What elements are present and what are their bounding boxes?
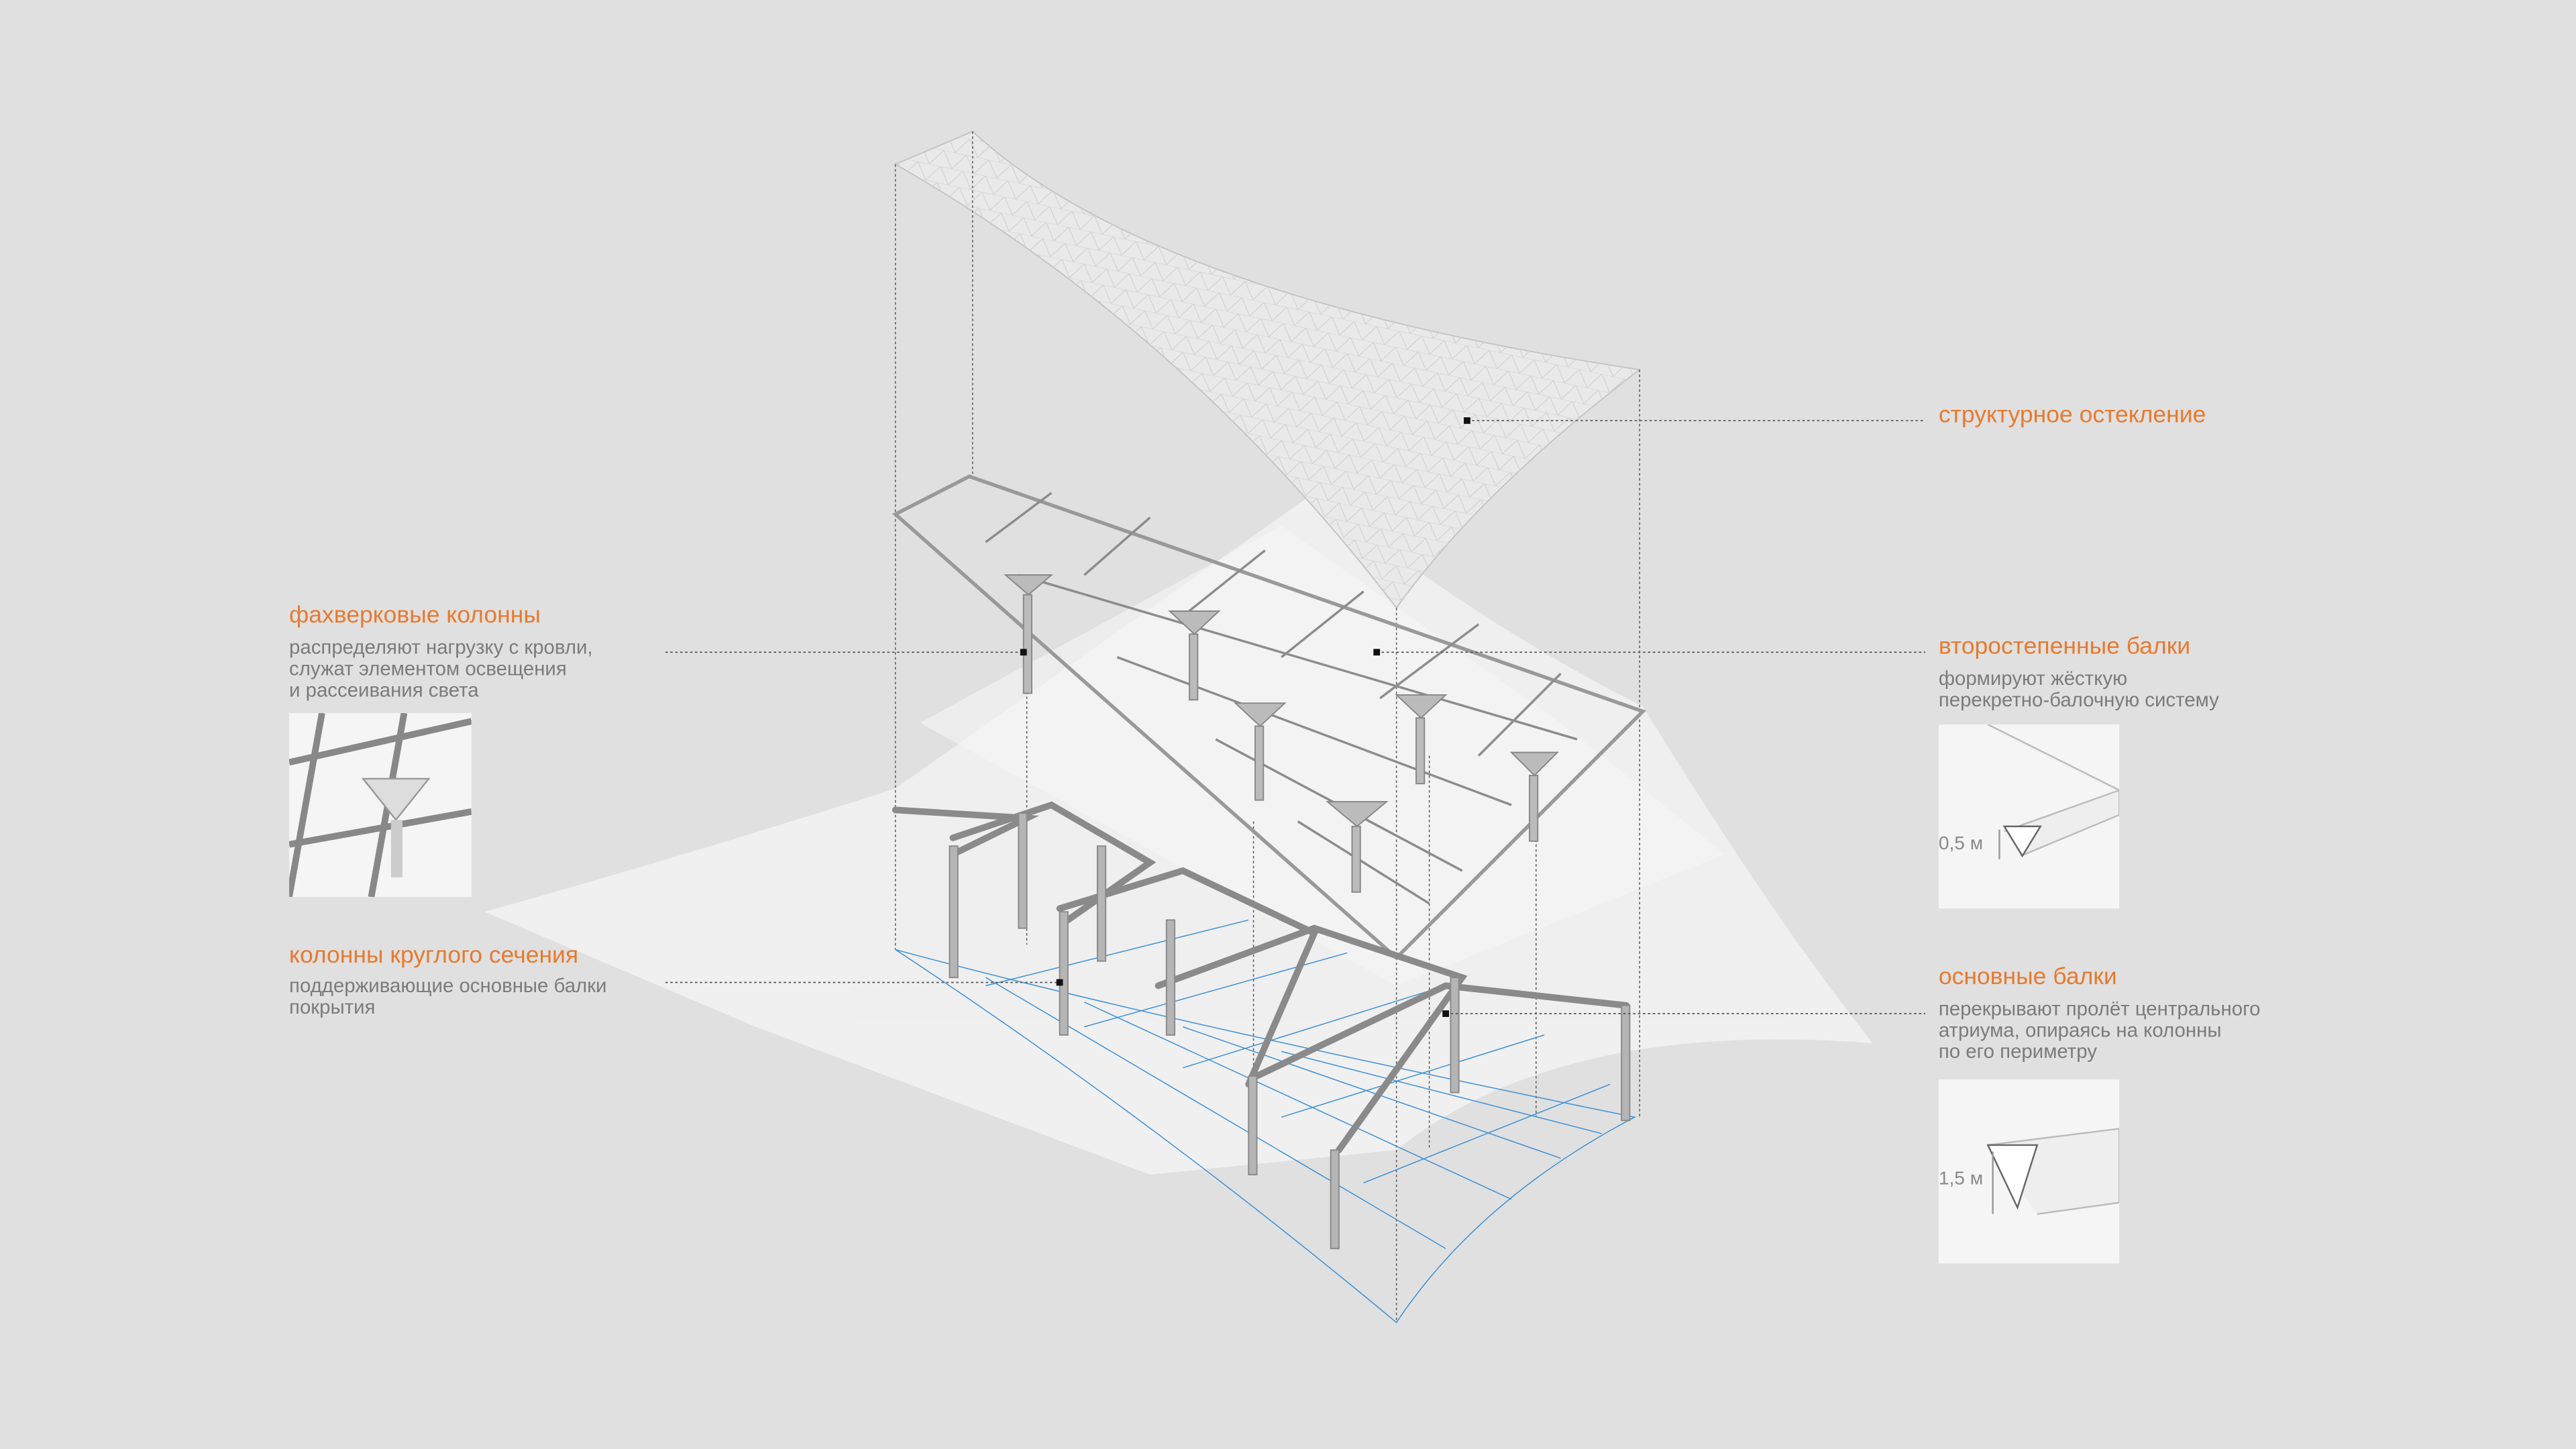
round-columns (949, 812, 1631, 1250)
description-line: распределяют нагрузку с кровли, (289, 635, 593, 659)
main-beam-dimension: 1,5 м (1938, 1169, 1984, 1190)
main-beams-description: перекрывают пролёт центрального атриума,… (1938, 997, 2261, 1063)
description-line: перекрывают пролёт центрального (1938, 997, 2261, 1020)
secondary-beams-title: второстепенные балки (1938, 634, 2191, 661)
glazing-title: структурное остекление (1938, 402, 2206, 429)
description-line: по его периметру (1938, 1040, 2097, 1063)
secondary-beam-detail-image (1938, 724, 2120, 909)
round-columns-title: колонны круглого сечения (289, 943, 579, 969)
description-line: и рассеивания света (289, 678, 479, 702)
truss-columns (1004, 574, 1560, 893)
description-line: покрытия (289, 996, 376, 1019)
ground-surfaces (484, 492, 1873, 1175)
secondary-beams (892, 474, 1646, 961)
truss-column-detail-image (289, 712, 472, 898)
main-beams-title: основные балки (1938, 964, 2117, 991)
description-line: служат элементом освещения (289, 657, 567, 680)
description-line: поддерживающие основные балки (289, 974, 607, 998)
truss-columns-title: фахверковые колонны (289, 602, 541, 629)
description-line: атриума, опираясь на колонны (1938, 1018, 2222, 1042)
main-beam-detail-image (1938, 1079, 2120, 1264)
round-columns-description: поддерживающие основные балки покрытия (289, 974, 607, 1019)
secondary-beam-dimension: 0,5 м (1938, 835, 1984, 855)
secondary-beams-description: формируют жёсткую перекретно-балочную си… (1938, 667, 2219, 712)
floor-grid (895, 919, 1636, 1324)
truss-columns-description: распределяют нагрузку с кровли, служат э… (289, 637, 593, 702)
description-line: перекретно-балочную систему (1938, 688, 2219, 712)
description-line: формируют жёсткую (1938, 667, 2128, 690)
